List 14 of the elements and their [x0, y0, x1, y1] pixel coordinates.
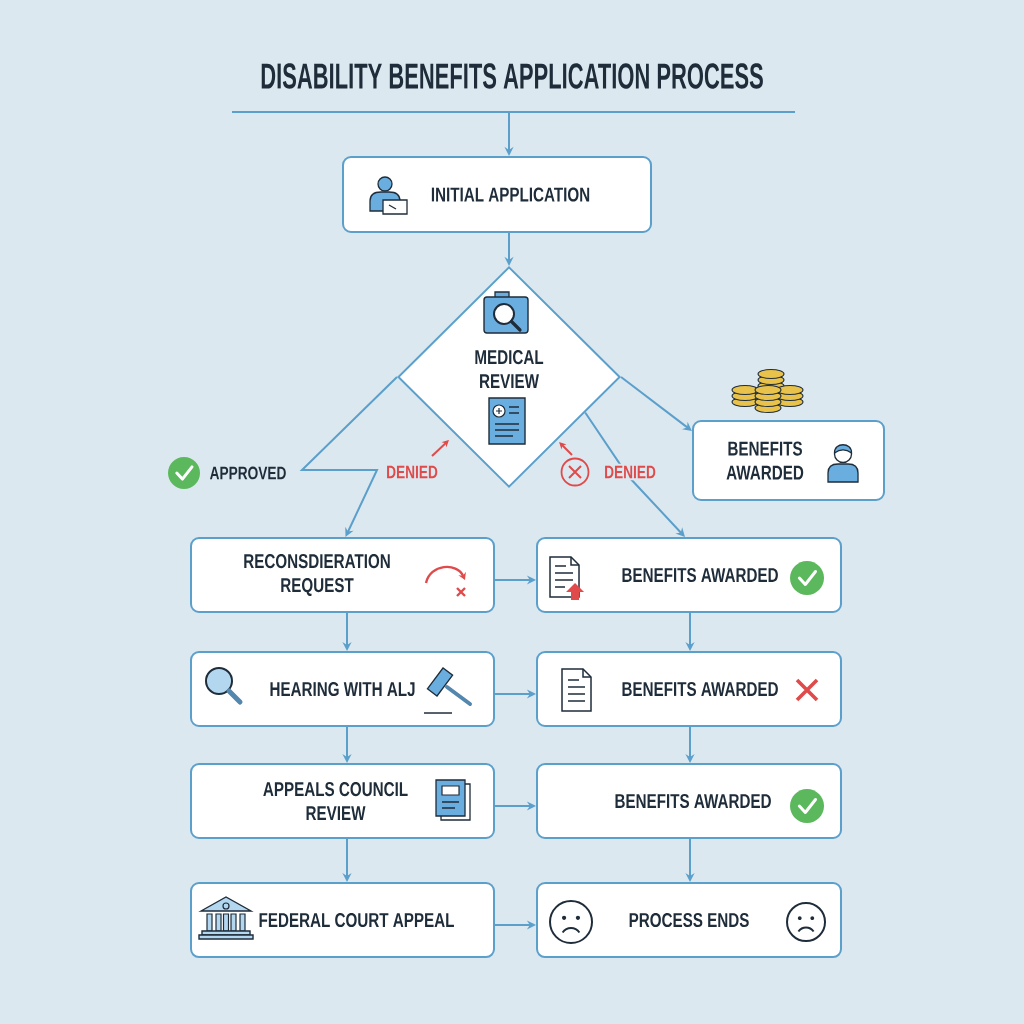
process-box: BENEFITS AWARDED [536, 651, 842, 727]
title: DISABILITY BENEFITS APPLICATION PROCESS [261, 63, 763, 89]
process-box: BENEFITS AWARDED [536, 537, 842, 613]
process-box: BENEFITS AWARDED [536, 763, 842, 839]
arrow [299, 376, 398, 537]
process-box: BENEFITS AWARDED [692, 420, 885, 501]
process-box: RECONSDIERATION REQUEST [190, 537, 495, 613]
process-box: APPEALS COUNCIL REVIEW [190, 763, 495, 839]
branch-label: APPROVED [209, 466, 286, 480]
process-box: INITIAL APPLICATION [342, 156, 652, 233]
arrow [584, 411, 685, 537]
process-box: FEDERAL COURT APPEAL [190, 882, 495, 958]
arrow [620, 376, 692, 431]
process-box: HEARING WITH ALJ [190, 651, 495, 727]
